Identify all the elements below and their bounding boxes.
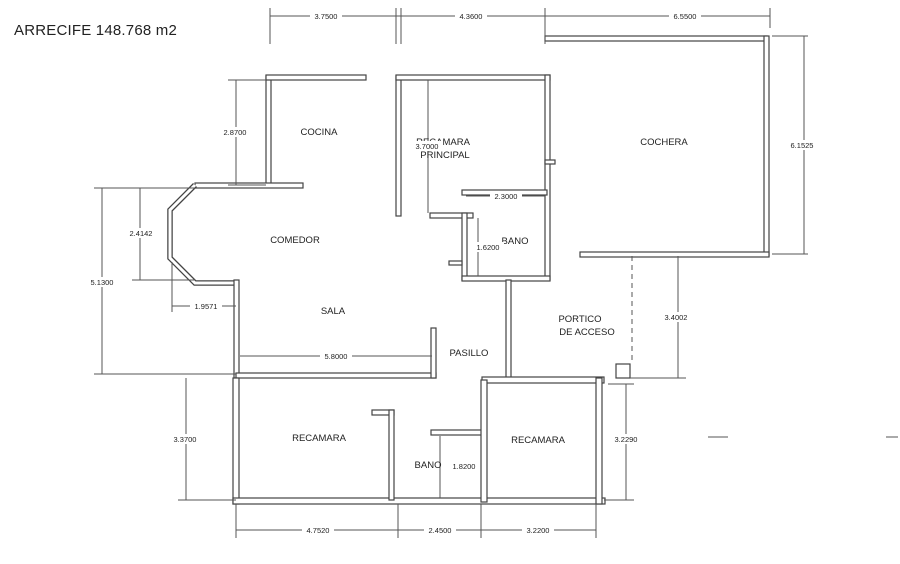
label-recamara-principal-2: PRINCIPAL	[420, 150, 469, 161]
dim-left-total: 5.1300	[91, 278, 114, 287]
wall-recamara-izq-left	[232, 377, 240, 505]
dim-top-1: 3.7500	[315, 12, 338, 21]
label-bano-principal: BANO	[502, 236, 529, 247]
wall-recamara-der-right	[595, 377, 603, 505]
wall-bano-principal-ledge	[429, 212, 474, 219]
label-bano: BANO	[415, 460, 442, 471]
dim-bano-principal-w: 2.3000	[495, 192, 518, 201]
label-cochera: COCHERA	[640, 137, 688, 148]
wall-sala-bottom	[235, 372, 437, 379]
dim-top-2: 4.3600	[460, 12, 483, 21]
wall-cochera-right	[763, 35, 770, 257]
wall-bano-ledge	[430, 429, 484, 436]
wall-cocina-top	[265, 74, 367, 81]
wall-recamara-principal-top	[395, 74, 551, 81]
dimension-lines	[94, 8, 898, 538]
dim-bay-w: 1.9571	[195, 302, 218, 311]
dim-cocina-h: 2.8700	[224, 128, 247, 137]
wall-bano-principal-stub	[448, 260, 463, 266]
dim-bano-h: 1.8200	[453, 462, 476, 471]
wall-bano-left	[388, 409, 395, 501]
room-labels: COCINA RECAMARA PRINCIPAL COCHERA COMEDO…	[270, 127, 688, 471]
label-pasillo: PASILLO	[450, 348, 489, 359]
wall-recamara-principal-left	[395, 75, 402, 217]
wall-sala-left	[233, 279, 240, 379]
label-recamara-principal-1: RECAMARA	[416, 137, 471, 148]
column-portico	[615, 363, 631, 379]
dim-recamara-izq-h: 3.3700	[174, 435, 197, 444]
wall-cochera-bottom	[579, 251, 770, 258]
wall-pasillo-right	[505, 279, 512, 381]
wall-portico-bottom	[481, 376, 605, 384]
dim-recamara-der-h: 3.2290	[615, 435, 638, 444]
label-comedor: COMEDOR	[270, 235, 320, 246]
label-recamara-izq: RECAMARA	[292, 433, 347, 444]
wall-sala-right-stub	[430, 327, 437, 379]
wall-bano-principal-left	[461, 212, 468, 281]
wall-cocina-left	[265, 75, 272, 187]
label-portico-1: PORTICO	[558, 314, 601, 325]
dim-cochera-h: 6.1525	[791, 141, 814, 150]
dim-bano-principal-h: 1.6200	[477, 243, 500, 252]
dim-sala-w: 5.8000	[325, 352, 348, 361]
label-recamara-der: RECAMARA	[511, 435, 566, 446]
wall-recamara-principal-right	[544, 74, 551, 281]
dim-top-3: 6.5500	[674, 12, 697, 21]
dim-comedor-h: 2.4142	[130, 229, 153, 238]
dim-portico-h: 3.4002	[665, 313, 688, 322]
walls	[167, 35, 770, 505]
dim-bottom-2: 2.4500	[429, 526, 452, 535]
plan-title: ARRECIFE 148.768 m2	[14, 22, 178, 39]
label-portico-2: DE ACCESO	[559, 327, 614, 338]
label-cocina: COCINA	[301, 127, 339, 138]
dimension-labels: 3.7500 4.3600 6.5500 2.8700 3.7000 2.300…	[86, 11, 818, 535]
wall-bottom-outer	[232, 497, 606, 505]
wall-stub-right	[544, 159, 556, 165]
wall-cochera-top	[544, 35, 768, 42]
dim-recamara-principal-h: 3.7000	[416, 142, 439, 151]
wall-recamara-der-left	[480, 379, 488, 503]
label-sala: SALA	[321, 306, 346, 317]
dim-bottom-3: 3.2200	[527, 526, 550, 535]
wall-bay-inner	[168, 183, 236, 285]
dim-bottom-1: 4.7520	[307, 526, 330, 535]
